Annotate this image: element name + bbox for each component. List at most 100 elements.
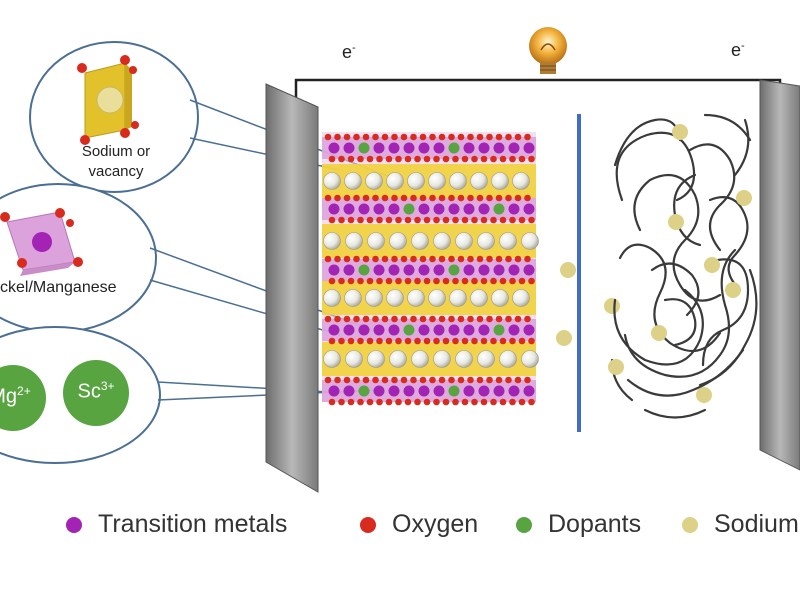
oxygen-atom xyxy=(461,216,469,224)
transition-metal-atom xyxy=(328,142,340,154)
oxygen-atom xyxy=(448,255,455,263)
transition-metal-atom xyxy=(508,142,520,154)
transition-metal-atom xyxy=(463,142,475,154)
oxygen-atom xyxy=(461,337,469,345)
transition-metal-atom xyxy=(418,324,430,336)
oxygen-atom xyxy=(385,216,393,224)
sodium-atom xyxy=(386,172,404,190)
oxygen-atom xyxy=(505,376,512,384)
oxygen-atom xyxy=(528,216,535,224)
dopant-atom xyxy=(403,203,415,215)
oxygen-atom xyxy=(461,398,469,406)
oxygen-atom xyxy=(524,133,531,141)
legend-item-sodium: Sodium xyxy=(682,510,799,539)
oxygen-atom xyxy=(433,337,440,345)
anode-sodium-ion xyxy=(672,124,688,140)
transition-metal-atom xyxy=(328,385,340,397)
dopant-atom xyxy=(358,385,370,397)
oxygen-atom xyxy=(372,194,379,202)
oxygen-atom xyxy=(419,376,427,384)
oxygen-atom xyxy=(524,194,531,202)
oxygen-atom xyxy=(452,216,459,224)
oxygen-atom xyxy=(366,155,374,163)
oxygen-atom xyxy=(509,216,516,224)
transition-metal-atom xyxy=(358,203,370,215)
legend-label: Oxygen xyxy=(392,510,479,538)
oxygen-atom xyxy=(324,255,332,263)
oxygen-atom xyxy=(334,376,341,384)
sodium-atom xyxy=(428,172,446,190)
oxygen-atom xyxy=(362,255,370,263)
transition-metal-atom xyxy=(523,203,535,215)
oxygen-atom xyxy=(514,194,522,202)
oxygen-atom xyxy=(528,155,535,163)
sodium-atom xyxy=(344,172,362,190)
oxygen-atom xyxy=(457,376,465,384)
light-bulb-icon xyxy=(529,27,567,74)
oxygen-atom xyxy=(438,133,446,141)
oxygen-atom xyxy=(338,398,345,406)
sodium-atom xyxy=(521,350,539,368)
right-electrode xyxy=(759,79,800,471)
oxygen-atom xyxy=(448,315,455,323)
oxygen-atom xyxy=(467,133,474,141)
oxygen-atom xyxy=(528,398,535,406)
transition-metal-atom xyxy=(433,142,445,154)
oxygen-atom xyxy=(328,398,336,406)
oxygen-atom xyxy=(438,315,446,323)
oxygen-atom xyxy=(347,337,355,345)
oxygen-atom xyxy=(429,376,436,384)
oxygen-atom xyxy=(385,155,393,163)
oxygen-atom xyxy=(381,194,389,202)
oxygen-atom xyxy=(366,216,374,224)
sodium-atom xyxy=(367,232,385,250)
oxygen-atom xyxy=(372,315,379,323)
transition-metal-atom xyxy=(418,142,430,154)
transition-metal-atom xyxy=(403,142,415,154)
oxygen-atom xyxy=(442,155,450,163)
oxygen-dot xyxy=(360,516,376,533)
oxygen-atom xyxy=(385,337,393,345)
oxygen-atom xyxy=(433,216,440,224)
oxygen-atom xyxy=(391,255,398,263)
transition-metal-atom xyxy=(373,142,385,154)
oxygen-atom xyxy=(353,133,360,141)
oxygen-atom xyxy=(414,398,421,406)
anode-sodium-ion xyxy=(725,282,741,298)
oxygen-atom xyxy=(357,337,364,345)
anode-sodium-ion xyxy=(696,387,712,403)
oxygen-atom xyxy=(404,398,412,406)
anode-sodium-ion xyxy=(704,257,720,273)
oxygen-atom xyxy=(448,376,455,384)
oxygen-atom xyxy=(366,398,374,406)
oxygen-atom xyxy=(514,315,522,323)
oxygen-atom xyxy=(347,398,355,406)
oxygen-atom xyxy=(457,194,465,202)
oxygen-atom xyxy=(366,337,374,345)
transition-metal-atom xyxy=(388,142,400,154)
oxygen-atom xyxy=(404,155,412,163)
sodium-atom xyxy=(367,350,385,368)
oxygen-atom xyxy=(442,277,450,285)
oxygen-atom xyxy=(395,277,402,285)
sodium-atom xyxy=(499,232,517,250)
oxygen-atom xyxy=(480,155,488,163)
anode-sodium-ion xyxy=(736,190,752,206)
oxygen-atom xyxy=(419,315,427,323)
sodium-dot xyxy=(682,516,698,533)
sodium-atom xyxy=(365,172,383,190)
oxygen-atom xyxy=(518,337,526,345)
oxygen-atom xyxy=(334,133,341,141)
oxygen-atom xyxy=(514,376,522,384)
oxygen-atom xyxy=(381,315,389,323)
transition-metal-atom xyxy=(433,203,445,215)
oxygen-atom xyxy=(467,315,474,323)
oxygen-atom xyxy=(391,315,398,323)
transition-metal-atom xyxy=(433,385,445,397)
transition-metal-dot xyxy=(66,516,82,533)
oxygen-atom xyxy=(419,194,427,202)
oxygen-atom xyxy=(324,376,332,384)
sodium-atom xyxy=(499,350,517,368)
oxygen-atom xyxy=(324,133,332,141)
